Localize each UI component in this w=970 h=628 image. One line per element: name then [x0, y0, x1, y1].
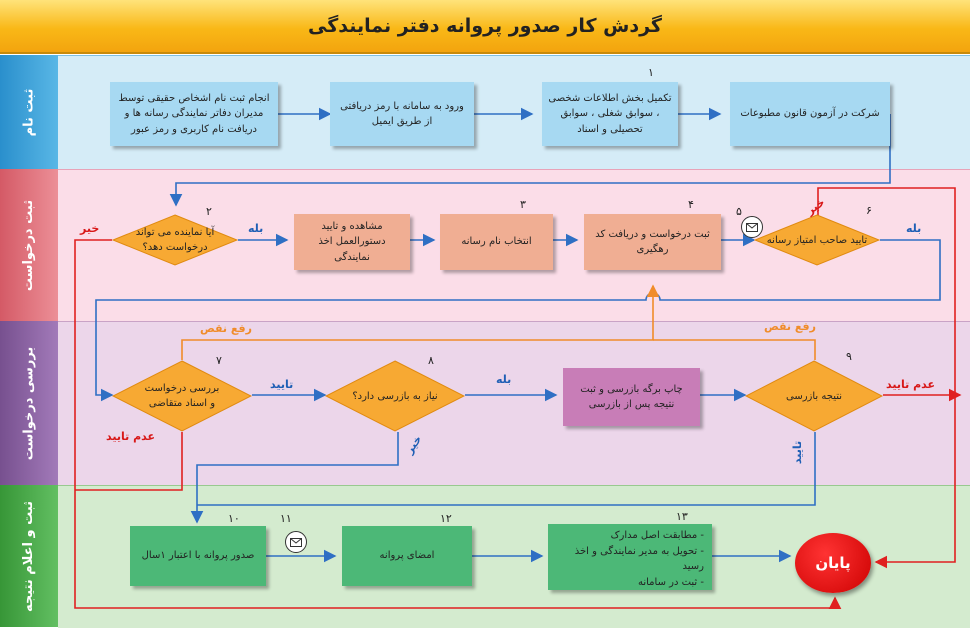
- step-number-13: ۱۳: [676, 510, 688, 523]
- step-number-4: ۴: [688, 198, 694, 211]
- edge-label-approve: تایید: [791, 440, 805, 465]
- step-number-11: ۱۱: [280, 512, 292, 525]
- process-view-instructions: مشاهده و تایید دستورالعمل اخذ نمایندگی: [294, 214, 410, 270]
- decision-inspection-result-label: نتیجه بازرسی: [786, 390, 843, 402]
- step-number-12: ۱۲: [440, 512, 452, 525]
- decision-review-docs: بررسی درخواست و اسناد متقاضی: [112, 360, 252, 432]
- edge-label-no: خیر: [80, 222, 100, 235]
- final-step-item: - تحویل به مدیر نمایندگی و اخذ رسید: [574, 545, 704, 573]
- process-login: ورود به سامانه با رمز دریافتی از طریق ای…: [330, 82, 474, 146]
- email-icon: [285, 531, 307, 553]
- process-issue-license: صدور پروانه با اعتبار ۱سال: [130, 526, 266, 586]
- lane-label-result: ثبت و اعلام نتیجه: [21, 500, 37, 612]
- edge-label-fix: رفع نقص: [764, 320, 816, 333]
- step-number-9: ۹: [846, 350, 852, 363]
- decision-owner-approval-label: تایید صاحب امتیاز رسانه: [766, 234, 868, 246]
- process-complete-profile: تکمیل بخش اطلاعات شخصی ، سوابق شغلی ، سو…: [542, 82, 678, 146]
- edge-label-yes: بله: [248, 222, 264, 235]
- edge-label-approve: تایید: [270, 378, 294, 391]
- edge-label-yes: بله: [496, 373, 512, 386]
- process-register-persons: انجام ثبت نام اشخاص حقیقی توسط مدیران دف…: [110, 82, 278, 146]
- edge-label-yes: بله: [906, 222, 922, 235]
- lane-label-review: بررسی درخواست: [21, 346, 37, 460]
- step-number-10: ۱۰: [228, 512, 240, 525]
- decision-needs-inspection: نیاز به بازرسی دارد؟: [325, 360, 465, 432]
- step-number-2: ۲: [206, 205, 212, 218]
- lane-label-registration: ثبت نام: [21, 88, 37, 136]
- final-step-item: - ثبت در سامانه: [637, 576, 704, 588]
- process-press-law-exam: شرکت در آزمون قانون مطبوعات: [730, 82, 890, 146]
- step-number-1: ۱: [648, 66, 654, 79]
- step-number-6: ۶: [866, 204, 872, 217]
- step-number-3: ۳: [520, 198, 526, 211]
- edge-label-fix: رفع نقص: [200, 322, 252, 335]
- step-number-8: ۸: [428, 354, 434, 367]
- decision-can-request: آیا نماینده می تواند درخواست دهد؟: [112, 214, 238, 266]
- process-select-media: انتخاب نام رسانه: [440, 214, 553, 270]
- decision-review-docs-label: بررسی درخواست و اسناد متقاضی: [144, 383, 220, 409]
- lane-label-request: ثبت درخواست: [21, 199, 37, 291]
- page-title: گردش کار صدور پروانه دفتر نمایندگی: [0, 0, 970, 54]
- step-number-7: ۷: [216, 354, 222, 367]
- final-step-item: - مطابقت اصل مدارک: [610, 530, 704, 541]
- decision-inspection-result: نتیجه بازرسی: [745, 360, 883, 432]
- edge-label-reject: عدم تایید: [106, 430, 155, 443]
- process-submit-request: ثبت درخواست و دریافت کد رهگیری: [584, 214, 721, 270]
- decision-owner-approval: تایید صاحب امتیاز رسانه: [754, 214, 880, 266]
- process-sign-license: امضای پروانه: [342, 526, 472, 586]
- process-final-steps: - مطابقت اصل مدارک - تحویل به مدیر نماین…: [548, 524, 712, 590]
- edge-label-reject: عدم تایید: [886, 378, 935, 391]
- process-print-inspection: چاپ برگه بازرسی و ثبت نتیجه پس از بازرسی: [563, 368, 700, 426]
- end-node: پایان: [795, 533, 871, 593]
- step-number-5: ۵: [736, 205, 742, 218]
- decision-needs-inspection-label: نیاز به بازرسی دارد؟: [352, 390, 438, 402]
- decision-can-request-label: آیا نماینده می تواند درخواست دهد؟: [135, 227, 215, 253]
